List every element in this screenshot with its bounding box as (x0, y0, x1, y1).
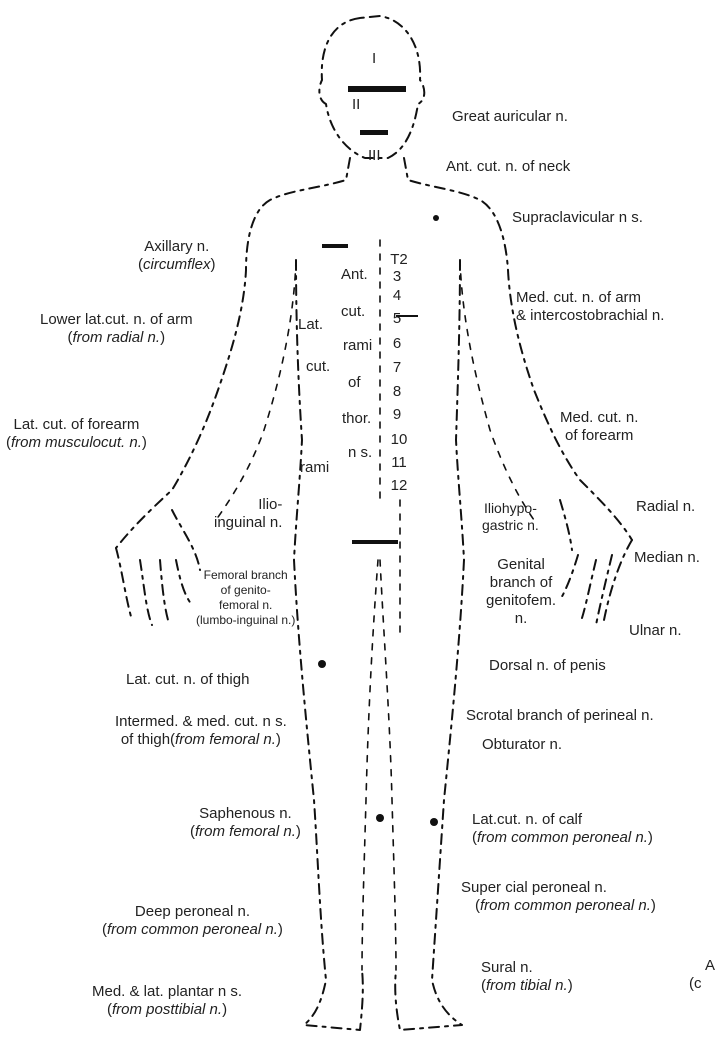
scrotal-branch-label: Scrotal branch of perineal n. (466, 707, 654, 725)
plantar-label: Med. & lat. plantar n s. (from posttibia… (92, 983, 242, 1019)
radial-label: Radial n. (636, 498, 695, 516)
obturator-label: Obturator n. (482, 736, 562, 754)
trigeminal-mandibular-label: III (368, 147, 381, 165)
trigeminal-ophthalmic-label: I (372, 50, 376, 68)
trunk-ant-label: Ant. (341, 266, 368, 284)
med-cut-forearm-label: Med. cut. n. of forearm (560, 409, 638, 445)
supraclavicular-label: Supraclavicular n s. (512, 209, 643, 227)
dorsal-penis-label: Dorsal n. of penis (489, 657, 606, 675)
genital-branch-label: Genital branch of genitofem. n. (486, 556, 556, 628)
trunk-lat-cut-label: cut. (306, 358, 330, 376)
segment-label: 8 (382, 382, 412, 402)
segment-label: 9 (382, 405, 412, 425)
segment-label: 7 (382, 358, 412, 378)
median-label: Median n. (634, 549, 700, 567)
segment-label: 4 (382, 286, 412, 306)
segment-label: 3 (382, 267, 412, 287)
lat-cut-forearm-label: Lat. cut. of forearm (from musculocut. n… (6, 416, 147, 452)
lat-cut-thigh-label: Lat. cut. n. of thigh (126, 671, 249, 689)
great-auricular-label: Great auricular n. (452, 108, 568, 126)
med-cut-arm-label: Med. cut. n. of arm & intercostobrachial… (516, 289, 664, 325)
saphenous-label: Saphenous n. (from femoral n.) (190, 805, 301, 841)
femoral-branch-label: Femoral branch of genito- femoral n. (lu… (196, 568, 295, 628)
superficial-peroneal-label: Super cial peroneal n. (from common pero… (461, 879, 656, 915)
segment-label: 12 (384, 476, 414, 496)
trunk-ns-label: n s. (348, 444, 372, 462)
ulnar-label: Ulnar n. (629, 622, 682, 640)
segment-label: 5 (382, 309, 412, 329)
segment-label: 10 (384, 430, 414, 450)
trunk-cut-label: cut. (341, 303, 365, 321)
iliohypogastric-label: Iliohypo- gastric n. (482, 500, 539, 534)
trigeminal-maxillary-label: II (352, 96, 360, 114)
trunk-lat-rami-label: rami (300, 459, 329, 477)
deep-peroneal-label: Deep peroneal n. (from common peroneal n… (102, 903, 283, 939)
trunk-thor-label: thor. (342, 410, 371, 428)
ant-cut-neck-label: Ant. cut. n. of neck (446, 158, 570, 176)
intermed-cut-thigh-label: Intermed. & med. cut. n s. of thigh(from… (115, 713, 287, 749)
trunk-rami-label: rami (343, 337, 372, 355)
ilioinguinal-label: Ilio- inguinal n. (214, 496, 282, 532)
segment-label: 11 (384, 453, 414, 473)
trunk-of-label: of (348, 374, 361, 392)
axillary-label: Axillary n. (circumflex) (138, 238, 216, 274)
lat-cut-calf-label: Lat.cut. n. of calf (from common peronea… (472, 811, 653, 847)
edge-cut-label: A (c (689, 957, 715, 993)
sural-label: Sural n. (from tibial n.) (481, 959, 573, 995)
trunk-lat-label: Lat. (298, 316, 323, 334)
lower-lat-arm-label: Lower lat.cut. n. of arm (from radial n.… (40, 311, 193, 347)
segment-label: 6 (382, 334, 412, 354)
